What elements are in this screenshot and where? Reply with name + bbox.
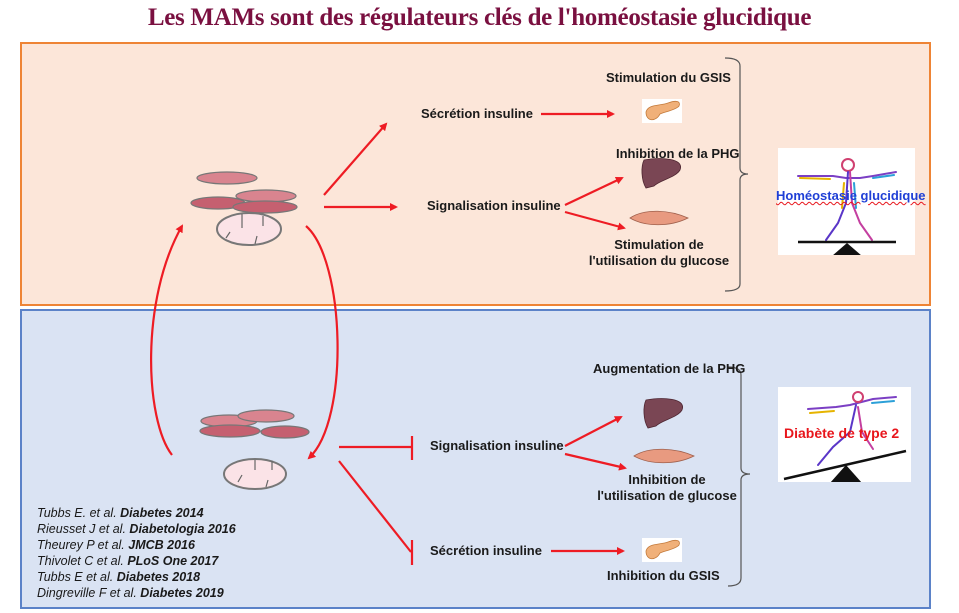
muscle-icon-bottom [633,448,695,464]
bottom-glucose-label: Inhibition de l'utilisation de glucose [592,472,742,504]
pancreas-icon-bottom [642,538,682,562]
references-list: Tubbs E. et al. Diabetes 2014 Rieusset J… [37,505,236,601]
homeostasis-label: Homéostasie glucidique [776,188,926,203]
liver-icon-top [641,158,681,189]
arrow-loop-up [150,224,183,456]
diabetes-balance-image: Diabète de type 2 [778,387,911,483]
vitruvian-balance-icon [797,158,897,256]
diabetes-label: Diabète de type 2 [784,425,900,441]
top-glucose-label: Stimulation de l'utilisation du glucose [584,237,734,269]
arrow-loop-down [305,225,339,460]
homeostasis-balance-image: Homéostasie glucidique [776,148,926,256]
bottom-signaling-label: Signalisation insuline [430,438,564,453]
bottom-glucose-line2: l'utilisation de glucose [597,488,737,503]
bottom-glucose-line1: Inhibition de [628,472,706,487]
bottom-bracket [727,366,751,587]
diagram-title: Les MAMs sont des régulateurs clés de l'… [147,4,812,31]
tilted-balance-icon [783,391,907,483]
reference-item: Tubbs E. et al. Diabetes 2014 [37,506,204,520]
reference-item: Thivolet C et al. PLoS One 2017 [37,554,219,568]
liver-icon-bottom [643,398,683,429]
arrow-signaling-to-liver-top [564,176,624,206]
bottom-secretion-label: Sécrétion insuline [430,543,542,558]
pancreas-icon-top [642,99,682,123]
bottom-gsis-label: Inhibition du GSIS [607,568,720,583]
arrow-signaling-to-muscle-bottom [564,452,627,471]
mam-organelle-bottom [199,409,310,490]
arrow-signaling-to-muscle-top [564,210,626,231]
top-gsis-label: Stimulation du GSIS [606,70,731,85]
top-phg-label: Inhibition de la PHG [616,146,740,161]
reference-item: Dingreville F et al. Diabetes 2019 [37,586,224,600]
reference-item: Rieusset J et al. Diabetologia 2016 [37,522,236,536]
bottom-phg-label: Augmentation de la PHG [593,361,746,376]
inhibit-secretion-line [338,460,412,553]
top-bracket [724,57,749,292]
top-glucose-line2: l'utilisation du glucose [588,253,730,268]
arrow-signaling-to-liver-bottom [564,416,623,447]
top-secretion-label: Sécrétion insuline [421,106,533,121]
muscle-icon-top [629,210,689,226]
top-signaling-label: Signalisation insuline [427,198,561,213]
mam-organelle-top [190,171,298,246]
arrow-to-secretion-top [323,122,388,196]
reference-item: Theurey P et al. JMCB 2016 [37,538,195,552]
reference-item: Tubbs E et al. Diabetes 2018 [37,570,201,584]
top-glucose-line1: Stimulation de [614,237,704,252]
